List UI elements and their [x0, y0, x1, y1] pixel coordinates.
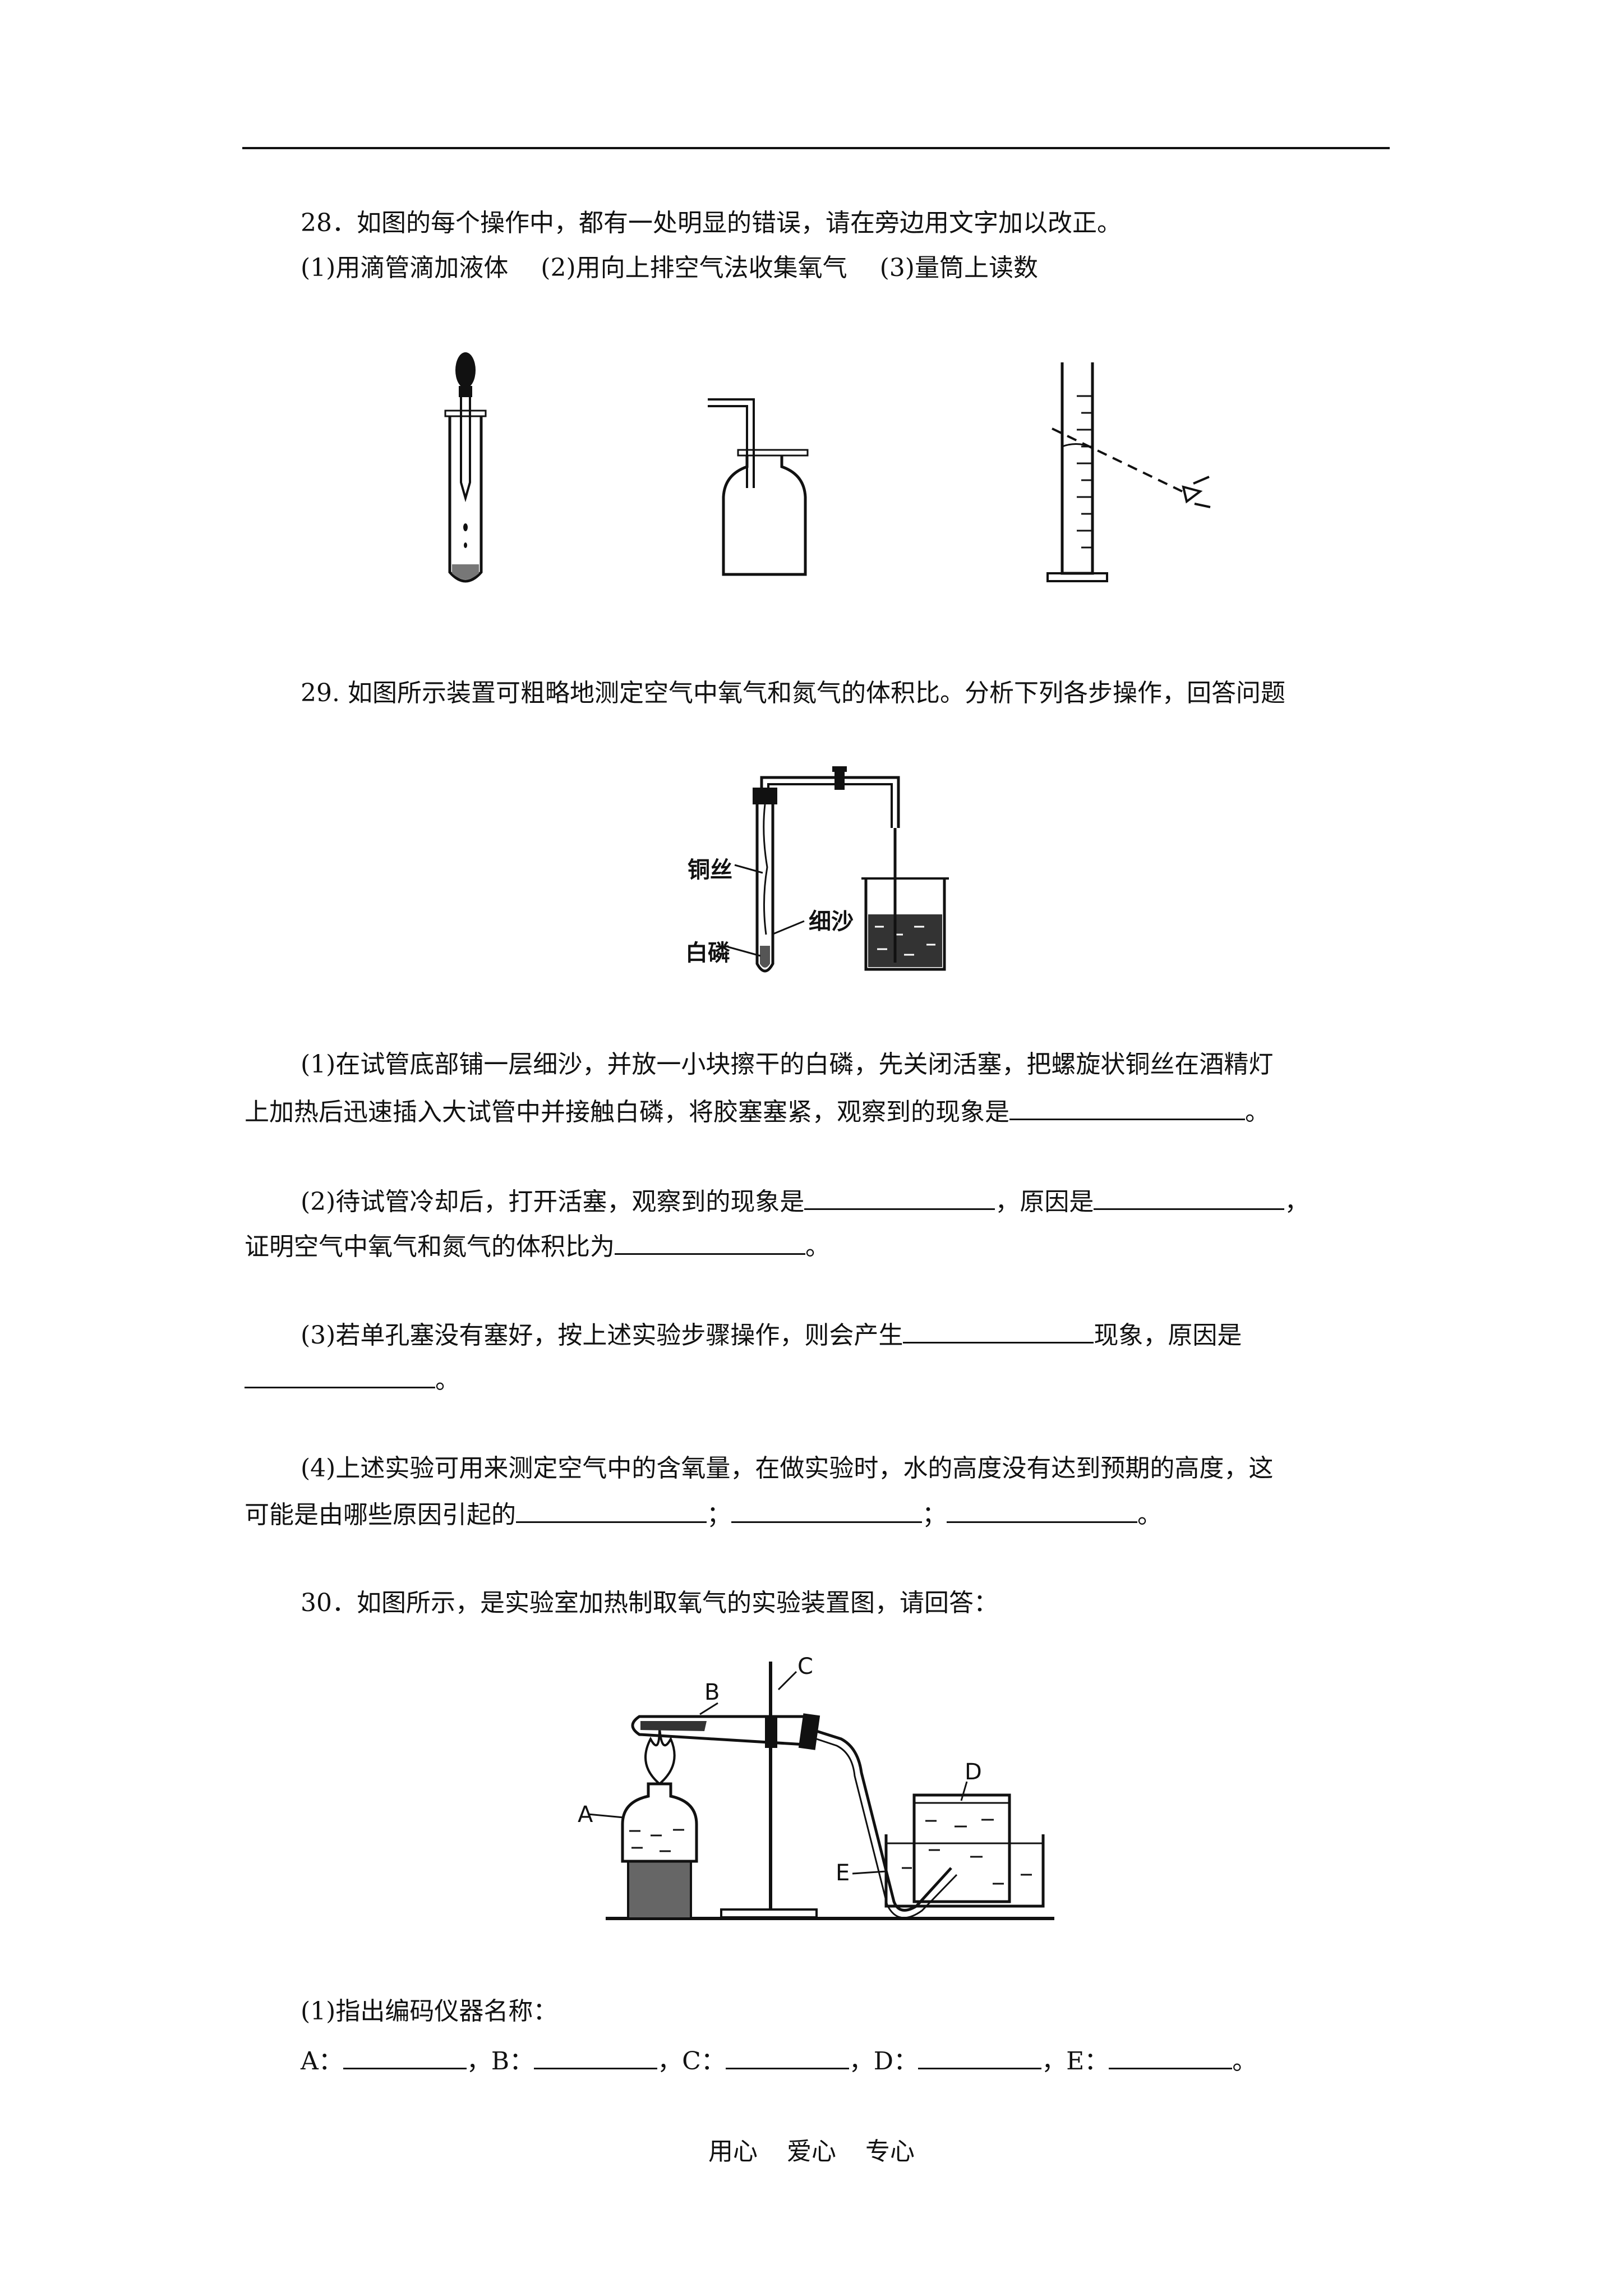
q29-part1-line1: (1)在试管底部铺一层细沙，并放一小块擦干的白磷，先关闭活塞，把螺旋状铜丝在酒精… — [301, 1050, 1274, 1079]
q30-label-e-text: ，E： — [1041, 2047, 1109, 2076]
q29-answer-blank-3[interactable] — [1094, 1184, 1285, 1210]
q29-part2-line2: 证明空气中氧气和氮气的体积比为 。 — [245, 1228, 830, 1264]
label-d: D — [965, 1759, 982, 1785]
q29-answer-blank-1[interactable] — [1009, 1094, 1245, 1120]
q29-part3-text-b: 现象，原因是 — [1094, 1321, 1242, 1350]
q29-part4-line1: (4)上述实验可用来测定空气中的含氧量，在做实验时，水的高度没有达到预期的高度，… — [301, 1454, 1274, 1483]
q29-answer-blank-4[interactable] — [615, 1228, 805, 1255]
q30-label-c-text: ，C： — [657, 2047, 726, 2076]
oxygen-measurement-apparatus-figure: 铜丝 细沙 白磷 — [685, 766, 949, 973]
gas-collection-bottle-figure — [708, 398, 809, 576]
q30-label-d-text: ，D： — [849, 2047, 919, 2076]
footer-word-2: 爱心 — [787, 2137, 836, 2166]
q30-label-b-text: ，B： — [466, 2047, 534, 2076]
q29-part2-comma: ， — [1284, 1188, 1310, 1216]
oxygen-preparation-apparatus-figure: A C B D E — [578, 1654, 1054, 1920]
q29-stem: 29. 如图所示装置可粗略地测定空气中氧气和氮气的体积比。分析下列各步操作，回答… — [301, 679, 1285, 707]
q28-stem: 28．如图的每个操作中，都有一处明显的错误，请在旁边用文字加以改正。 — [301, 209, 1122, 237]
q29-part2-text-c: 证明空气中氧气和氮气的体积比为 — [245, 1232, 615, 1261]
q29-part1-text: 上加热后迅速插入大试管中并接触白磷，将胶塞塞紧，观察到的现象是 — [245, 1098, 1009, 1126]
q29-answer-blank-2[interactable] — [804, 1184, 995, 1210]
dropper-test-tube-figure — [444, 352, 487, 583]
q29-answer-blank-8[interactable] — [731, 1497, 922, 1523]
q30-answer-blank-a[interactable] — [343, 2043, 467, 2069]
measuring-cylinder-figure — [1046, 362, 1211, 582]
q29-part4-sep-1: ； — [707, 1501, 731, 1529]
q30-name-blanks-line: A： ，B： ，C： ，D： ，E： 。 — [301, 2043, 1257, 2078]
label-fine-sand: 细沙 — [809, 909, 854, 935]
q29-answer-blank-9[interactable] — [947, 1497, 1137, 1523]
q30-answer-blank-d[interactable] — [918, 2043, 1042, 2069]
q29-part1-line2: 上加热后迅速插入大试管中并接触白磷，将胶塞塞紧，观察到的现象是 。 — [245, 1094, 1270, 1129]
q29-part3-end: 。 — [435, 1366, 460, 1395]
q29-part3-text-a: (3)若单孔塞没有塞好，按上述实验步骤操作，则会产生 — [301, 1321, 903, 1350]
q29-part2-text-a: (2)待试管冷却后，打开活塞，观察到的现象是 — [301, 1188, 805, 1216]
label-c: C — [797, 1654, 813, 1680]
q29-part2-text-b: ，原因是 — [995, 1188, 1094, 1216]
q30-answer-blank-c[interactable] — [725, 2043, 849, 2069]
q29-part3-line2: 。 — [245, 1362, 460, 1397]
q30-end: 。 — [1232, 2047, 1257, 2076]
q29-part2-end: 。 — [805, 1232, 830, 1261]
label-a: A — [578, 1802, 593, 1828]
q30-label-a-text: A： — [301, 2047, 343, 2076]
header-rule — [242, 147, 1390, 149]
q30-answer-blank-e[interactable] — [1109, 2043, 1233, 2069]
q30-answer-blank-b[interactable] — [534, 2043, 658, 2069]
label-e: E — [836, 1860, 850, 1886]
label-copper-wire: 铜丝 — [688, 857, 732, 883]
q29-part2-line1: (2)待试管冷却后，打开活塞，观察到的现象是 ，原因是 ， — [301, 1184, 1309, 1219]
q29-part4-line2: 可能是由哪些原因引起的 ； ； 。 — [245, 1497, 1162, 1532]
q29-answer-blank-6[interactable] — [245, 1362, 435, 1388]
footer-word-1: 用心 — [708, 2137, 758, 2166]
q30-part1: (1)指出编码仪器名称： — [301, 1997, 558, 2026]
q29-answer-blank-5[interactable] — [903, 1317, 1094, 1343]
page-footer: 用心爱心专心 — [0, 2135, 1623, 2169]
q29-answer-blank-7[interactable] — [516, 1497, 707, 1523]
label-b: B — [704, 1680, 720, 1705]
q29-part3-line1: (3)若单孔塞没有塞好，按上述实验步骤操作，则会产生 现象，原因是 — [301, 1317, 1242, 1352]
q29-part4-text: 可能是由哪些原因引起的 — [245, 1501, 516, 1529]
q29-part4-sep-2: ； — [922, 1501, 947, 1529]
label-white-phosphorus: 白磷 — [685, 940, 730, 966]
q30-stem: 30．如图所示，是实验室加热制取氧气的实验装置图，请回答： — [301, 1589, 998, 1617]
q29-part1-end: 。 — [1245, 1098, 1270, 1126]
footer-word-3: 专心 — [865, 2137, 915, 2166]
q28-operations: (1)用滴管滴加液体 (2)用向上排空气法收集氧气 (3)量筒上读数 — [301, 254, 1038, 282]
q29-part4-end: 。 — [1137, 1501, 1162, 1529]
